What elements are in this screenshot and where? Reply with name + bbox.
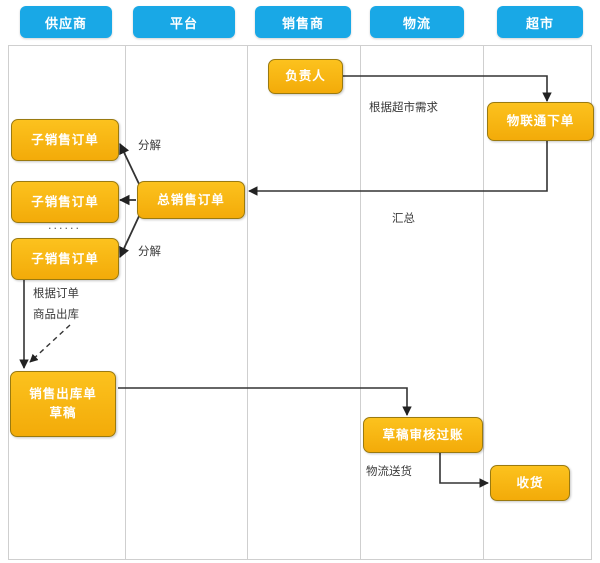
- node-sub-order-1[interactable]: 子销售订单: [11, 119, 119, 161]
- edge-label-per-order-outbound-line1: 根据订单: [33, 286, 79, 300]
- node-sub-order-3-label: 子销售订单: [31, 250, 99, 266]
- lane-divider-4: [483, 45, 484, 560]
- lane-header-supermarket-label: 超市: [525, 16, 554, 32]
- lane-header-supermarket[interactable]: 超市: [497, 6, 583, 38]
- node-draft-audit-post[interactable]: 草稿审核过账: [363, 417, 483, 453]
- node-iot-order-label: 物联通下单: [506, 113, 575, 129]
- node-sub-order-2-label: 子销售订单: [31, 193, 99, 209]
- lane-divider-3: [360, 45, 361, 560]
- edge-label-per-order-outbound-line2: 商品出库: [33, 307, 79, 321]
- lane-header-supplier[interactable]: 供应商: [20, 6, 112, 38]
- edge-label-logistics-delivery: 物流送货: [366, 464, 412, 478]
- node-iot-order[interactable]: 物联通下单: [487, 102, 594, 141]
- edge-label-decompose-bottom: 分解: [138, 244, 161, 258]
- lane-divider-1: [125, 45, 126, 560]
- node-outbound-draft[interactable]: 销售出库单 草稿: [10, 371, 116, 437]
- edge-label-decompose-top: 分解: [138, 138, 161, 152]
- node-outbound-draft-label-line1: 销售出库单: [29, 386, 97, 402]
- node-sub-order-2[interactable]: 子销售订单: [11, 181, 119, 223]
- lane-header-distributor[interactable]: 销售商: [255, 6, 351, 38]
- node-owner[interactable]: 负责人: [268, 59, 343, 94]
- lane-header-logistics-label: 物流: [402, 16, 431, 32]
- node-draft-audit-post-label: 草稿审核过账: [382, 426, 464, 442]
- lane-header-distributor-label: 销售商: [281, 16, 324, 32]
- ellipsis-label: ······: [48, 222, 81, 235]
- lane-divider-2: [247, 45, 248, 560]
- node-total-order-label: 总销售订单: [157, 191, 225, 207]
- node-sub-order-3[interactable]: 子销售订单: [11, 238, 119, 280]
- node-owner-label: 负责人: [285, 68, 326, 84]
- lane-header-supplier-label: 供应商: [44, 16, 87, 32]
- node-receive-goods-label: 收货: [516, 474, 544, 490]
- edge-label-summarize: 汇总: [392, 211, 415, 225]
- lane-header-platform[interactable]: 平台: [133, 6, 235, 38]
- lane-header-logistics[interactable]: 物流: [370, 6, 464, 38]
- lane-header-platform-label: 平台: [169, 16, 198, 32]
- node-receive-goods[interactable]: 收货: [490, 465, 570, 501]
- node-total-order[interactable]: 总销售订单: [137, 181, 245, 219]
- node-sub-order-1-label: 子销售订单: [31, 131, 99, 147]
- node-outbound-draft-label-line2: 草稿: [49, 405, 77, 420]
- edge-label-per-supermarket-demand: 根据超市需求: [369, 100, 438, 114]
